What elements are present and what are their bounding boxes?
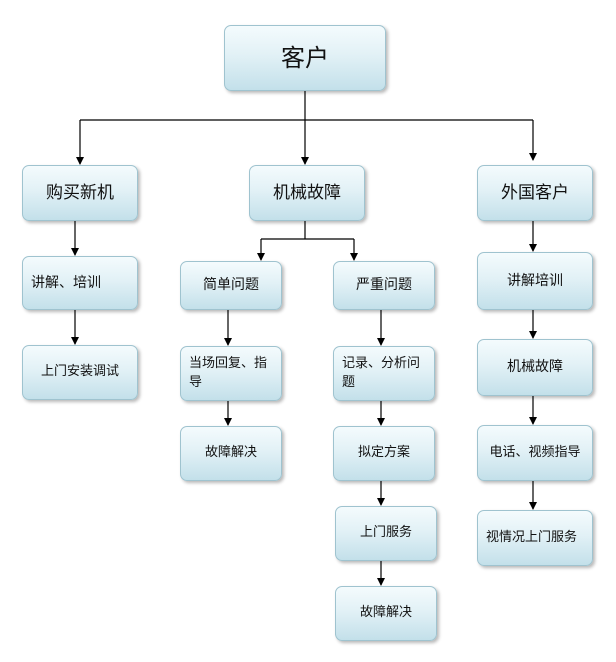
node-conditional-visit-label: 视情况上门服务 [486,529,578,545]
node-mech-fault: 机械故障 [249,165,365,221]
node-foreign-training: 讲解培训 [477,252,593,310]
node-simple-problem: 简单问题 [180,261,282,310]
node-simple-problem-label: 简单问题 [203,277,259,294]
node-foreign-training-label: 讲解培训 [507,272,563,289]
node-record-analyze-label: 记录、分析问题 [342,355,421,390]
node-video-guidance-label: 电话、视频指导 [489,444,581,460]
node-draft-plan-label: 拟定方案 [357,445,410,461]
node-simple-solved-label: 故障解决 [204,445,257,461]
node-onsite-service: 上门服务 [335,506,437,561]
node-explain-training-label: 讲解、培训 [31,274,101,291]
node-onsite-reply-label: 当场回复、指导 [189,355,268,390]
node-serious-solved: 故障解决 [335,586,437,641]
node-record-analyze: 记录、分析问题 [333,346,435,401]
node-purchase-label: 购买新机 [46,182,114,203]
node-install-label: 上门安装调试 [40,364,119,380]
node-foreign-fault: 机械故障 [477,339,593,396]
node-purchase: 购买新机 [22,165,138,221]
node-install: 上门安装调试 [22,345,138,400]
node-explain-training: 讲解、培训 [22,256,138,310]
node-foreign-fault-label: 机械故障 [507,359,563,376]
node-root: 客户 [224,25,386,91]
node-video-guidance: 电话、视频指导 [477,425,593,481]
node-mech-fault-label: 机械故障 [273,182,341,203]
node-conditional-visit: 视情况上门服务 [477,510,593,566]
node-onsite-reply: 当场回复、指导 [180,346,282,401]
node-serious-solved-label: 故障解决 [359,605,412,621]
node-simple-solved: 故障解决 [180,426,282,481]
node-serious-problem-label: 严重问题 [356,277,412,294]
node-serious-problem: 严重问题 [333,261,435,310]
node-draft-plan: 拟定方案 [333,426,435,481]
node-foreign-label: 外国客户 [501,182,569,203]
node-onsite-service-label: 上门服务 [359,525,412,541]
node-root-label: 客户 [281,43,329,72]
node-foreign: 外国客户 [477,165,593,221]
